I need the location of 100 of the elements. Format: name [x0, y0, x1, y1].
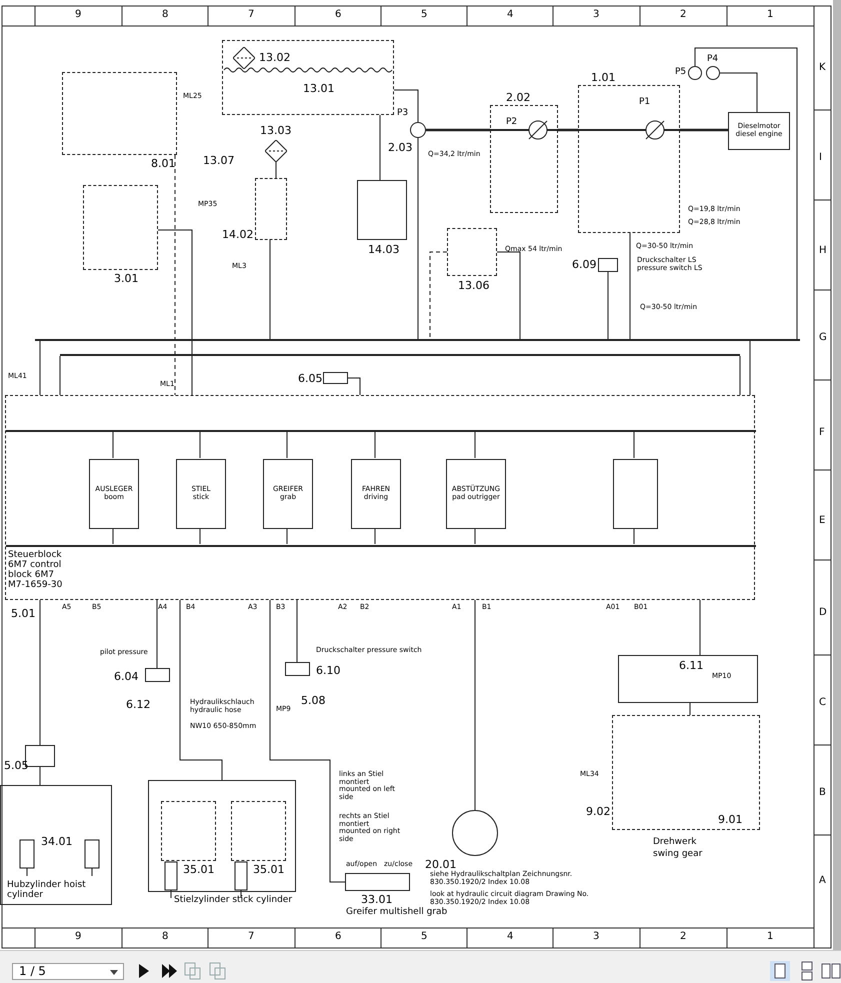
module-number: 35.01: [253, 864, 284, 876]
cylinder-module: [0, 785, 112, 905]
grid-reference: B: [819, 787, 826, 798]
module-number: 14.03: [368, 244, 400, 256]
pressure-line-bar: [6, 430, 756, 432]
module-number: 2.02: [506, 92, 530, 104]
hydraulic-line: [474, 528, 476, 544]
grid-reference: H: [819, 245, 827, 256]
engine-box: [728, 112, 790, 150]
hydraulic-tank: [222, 40, 394, 115]
module-number: 6.10: [316, 665, 340, 678]
component-label: P4: [707, 55, 718, 65]
grid-reference: 5: [421, 931, 428, 942]
grid-reference: 6: [335, 931, 342, 942]
hydraulic-line: [680, 128, 728, 132]
supply-line-bar: [60, 354, 740, 356]
module-number: 13.02: [259, 52, 290, 64]
hydraulic-line: [474, 430, 476, 458]
valve-section: [446, 459, 506, 529]
module-number: 33.01: [361, 894, 392, 906]
module-number: 13.03: [260, 125, 292, 138]
valve-block: [618, 655, 758, 703]
module-number: 20.01: [425, 859, 456, 871]
component-label: Steuerblock 6M7 control block 6M7 M7-1659-30: [8, 551, 63, 591]
hydraulic-line: [180, 600, 222, 780]
hydraulic-line: [426, 128, 490, 132]
page-select-field: 1 / 5: [12, 963, 124, 980]
grid-reference: F: [819, 427, 825, 438]
hydraulic-line: [430, 252, 448, 340]
hydraulic-line: [286, 528, 288, 544]
valve-section: [89, 459, 139, 529]
hydraulic-line: [694, 48, 798, 340]
return-line-bar: [6, 545, 756, 547]
grid-reference: 2: [680, 931, 686, 942]
hydraulic-line: [374, 528, 376, 544]
hydraulic-line: [296, 600, 298, 662]
module-number: 13.01: [303, 83, 334, 96]
module-number: 9.02: [586, 806, 610, 818]
component-label: P2: [506, 118, 518, 128]
component-label: Greifer multishell grab: [346, 908, 448, 918]
module-number: 1.01: [591, 72, 616, 84]
module-number: 6.12: [126, 699, 150, 712]
hydraulic-line: [720, 72, 758, 112]
module-number: 6.11: [679, 660, 704, 672]
grid-reference: G: [819, 332, 827, 344]
grid-reference: 9: [75, 931, 82, 942]
grid-reference: 1: [767, 9, 774, 20]
grid-reference: 1: [767, 931, 774, 942]
module-number: 5.05: [4, 760, 28, 772]
module-number: 34.01: [41, 836, 72, 848]
module-number: 8.01: [151, 158, 176, 170]
hydraulic-line: [558, 128, 578, 132]
grid-reference: 3: [593, 9, 600, 20]
grid-reference: I: [819, 152, 822, 164]
grid-reference: 9: [75, 9, 82, 20]
hydraulic-line: [286, 430, 288, 458]
valve-section: [351, 459, 401, 529]
hydraulic-line: [112, 528, 114, 544]
hydraulic-line: [474, 600, 476, 810]
valve-section: [613, 459, 658, 529]
component-label: P3: [397, 109, 408, 119]
grid-reference: 4: [507, 9, 514, 20]
hydraulic-line: [374, 430, 376, 458]
component-label: Drehwerk: [653, 838, 696, 848]
module-number: 9.01: [718, 814, 742, 826]
supply-line-bar: [35, 339, 800, 341]
module-number: 5.08: [301, 695, 326, 708]
hydraulic-line: [158, 230, 192, 396]
valve-section: [176, 459, 226, 529]
module-number: 6.09: [572, 259, 596, 272]
module-number: 13.07: [203, 155, 234, 168]
grid-reference: C: [819, 697, 826, 708]
component-label: swing gear: [653, 850, 702, 860]
component-label: P1: [639, 98, 650, 108]
module-number: 14.02: [222, 229, 254, 242]
grid-reference: D: [819, 607, 827, 618]
grid-reference: K: [819, 62, 826, 74]
hydraulic-line: [174, 154, 176, 396]
grid-reference: 4: [507, 931, 514, 942]
grid-reference: 5: [421, 9, 428, 20]
component-label: Stielzylinder stick cylinder: [174, 896, 292, 906]
component-label: Hubzylinder hoist cylinder: [7, 881, 87, 901]
module-number: 5.01: [11, 608, 36, 620]
grid-reference: 7: [248, 931, 254, 942]
hydraulic-line: [348, 378, 360, 396]
grid-reference: 7: [248, 9, 254, 20]
module-number: 6.05: [298, 373, 322, 386]
grid-reference: A: [819, 875, 826, 886]
module-number: 2.03: [388, 142, 412, 155]
component-label: P5: [675, 68, 686, 78]
module-number: 6.04: [114, 671, 138, 684]
hydraulic-line: [394, 90, 418, 122]
grid-reference: 6: [335, 9, 342, 20]
grid-reference: E: [819, 515, 826, 526]
grid-reference: 2: [680, 9, 686, 20]
grid-reference: 8: [162, 931, 168, 942]
valve-section: [263, 459, 313, 529]
grid-reference: 3: [593, 931, 600, 942]
module-number: 35.01: [183, 864, 214, 876]
module-number: 3.01: [114, 273, 138, 286]
